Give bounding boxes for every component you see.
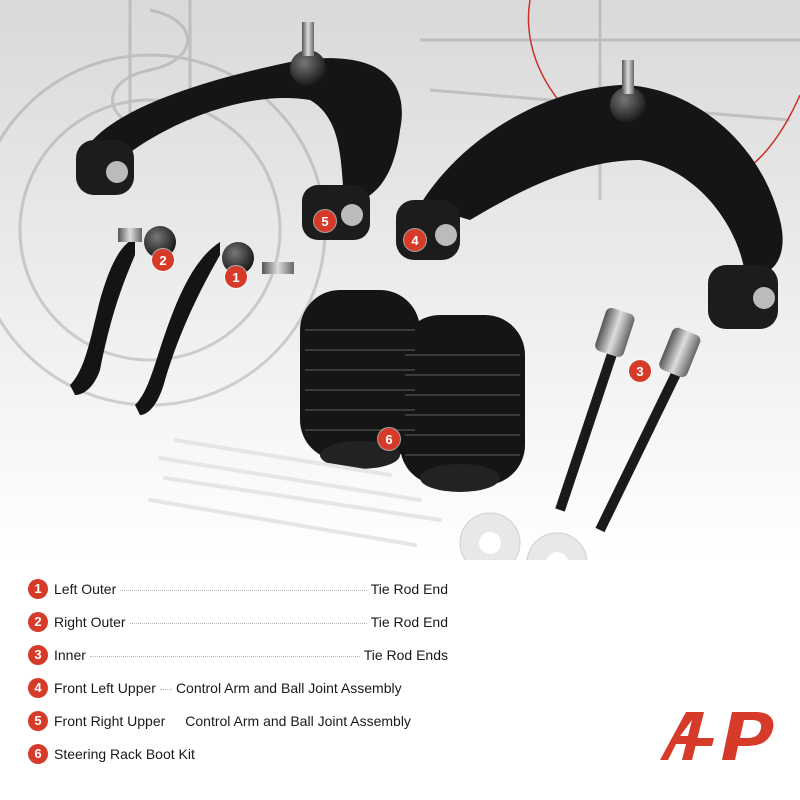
parts-legend: 1 Left Outer Tie Rod End 2 Right Outer T…: [28, 572, 448, 770]
legend-right-1: Tie Rod End: [370, 580, 448, 597]
legend-badge-2: 2: [28, 611, 48, 632]
legend-leader-2: [129, 623, 367, 624]
rack-boot-left: [300, 290, 420, 469]
legend-leader-3: [89, 656, 360, 657]
legend-left-1: Left Outer: [54, 580, 117, 597]
legend-leader-4: [159, 689, 172, 690]
legend-left-5: Front Right Upper: [54, 712, 166, 729]
legend-right-4: Control Arm and Ball Joint Assembly: [175, 679, 402, 696]
legend-left-6: Steering Rack Boot Kit: [54, 745, 195, 762]
legend-right-5: Control Arm and Ball Joint Assembly: [185, 712, 411, 729]
rack-boot-right: [400, 315, 525, 492]
legend-badge-1: 1: [28, 578, 48, 599]
cable-ties: [148, 438, 442, 547]
marker-6: 6: [378, 428, 400, 450]
legend-row-5: 5 Front Right Upper Control Arm and Ball…: [28, 704, 448, 737]
legend-row-2: 2 Right Outer Tie Rod End: [28, 605, 448, 638]
control-arm-left: [396, 60, 783, 329]
marker-5: 5: [314, 210, 336, 232]
marker-2: 2: [152, 249, 174, 271]
legend-badge-4: 4: [28, 677, 48, 698]
legend-row-3: 3 Inner Tie Rod Ends: [28, 638, 448, 671]
legend-left-4: Front Left Upper: [54, 679, 156, 696]
legend-badge-5: 5: [28, 710, 48, 731]
inner-tie-rods: [555, 308, 701, 533]
legend-right-3: Tie Rod Ends: [363, 646, 448, 663]
legend-row-4: 4 Front Left Upper Control Arm and Ball …: [28, 671, 448, 704]
brand-logo: [660, 712, 774, 760]
product-photo: [0, 0, 800, 560]
legend-badge-3: 3: [28, 644, 48, 665]
legend-row-6: 6 Steering Rack Boot Kit: [28, 737, 448, 770]
lock-washers: [459, 512, 588, 560]
legend-right-2: Tie Rod End: [370, 613, 448, 630]
legend-leader-1: [120, 590, 367, 591]
marker-1: 1: [225, 266, 247, 288]
marker-4: 4: [404, 229, 426, 251]
legend-left-3: Inner: [54, 646, 86, 663]
legend-left-2: Right Outer: [54, 613, 126, 630]
legend-badge-6: 6: [28, 743, 48, 764]
marker-3: 3: [629, 360, 651, 382]
legend-row-1: 1 Left Outer Tie Rod End: [28, 572, 448, 605]
outer-tie-rod-1: [135, 242, 294, 415]
